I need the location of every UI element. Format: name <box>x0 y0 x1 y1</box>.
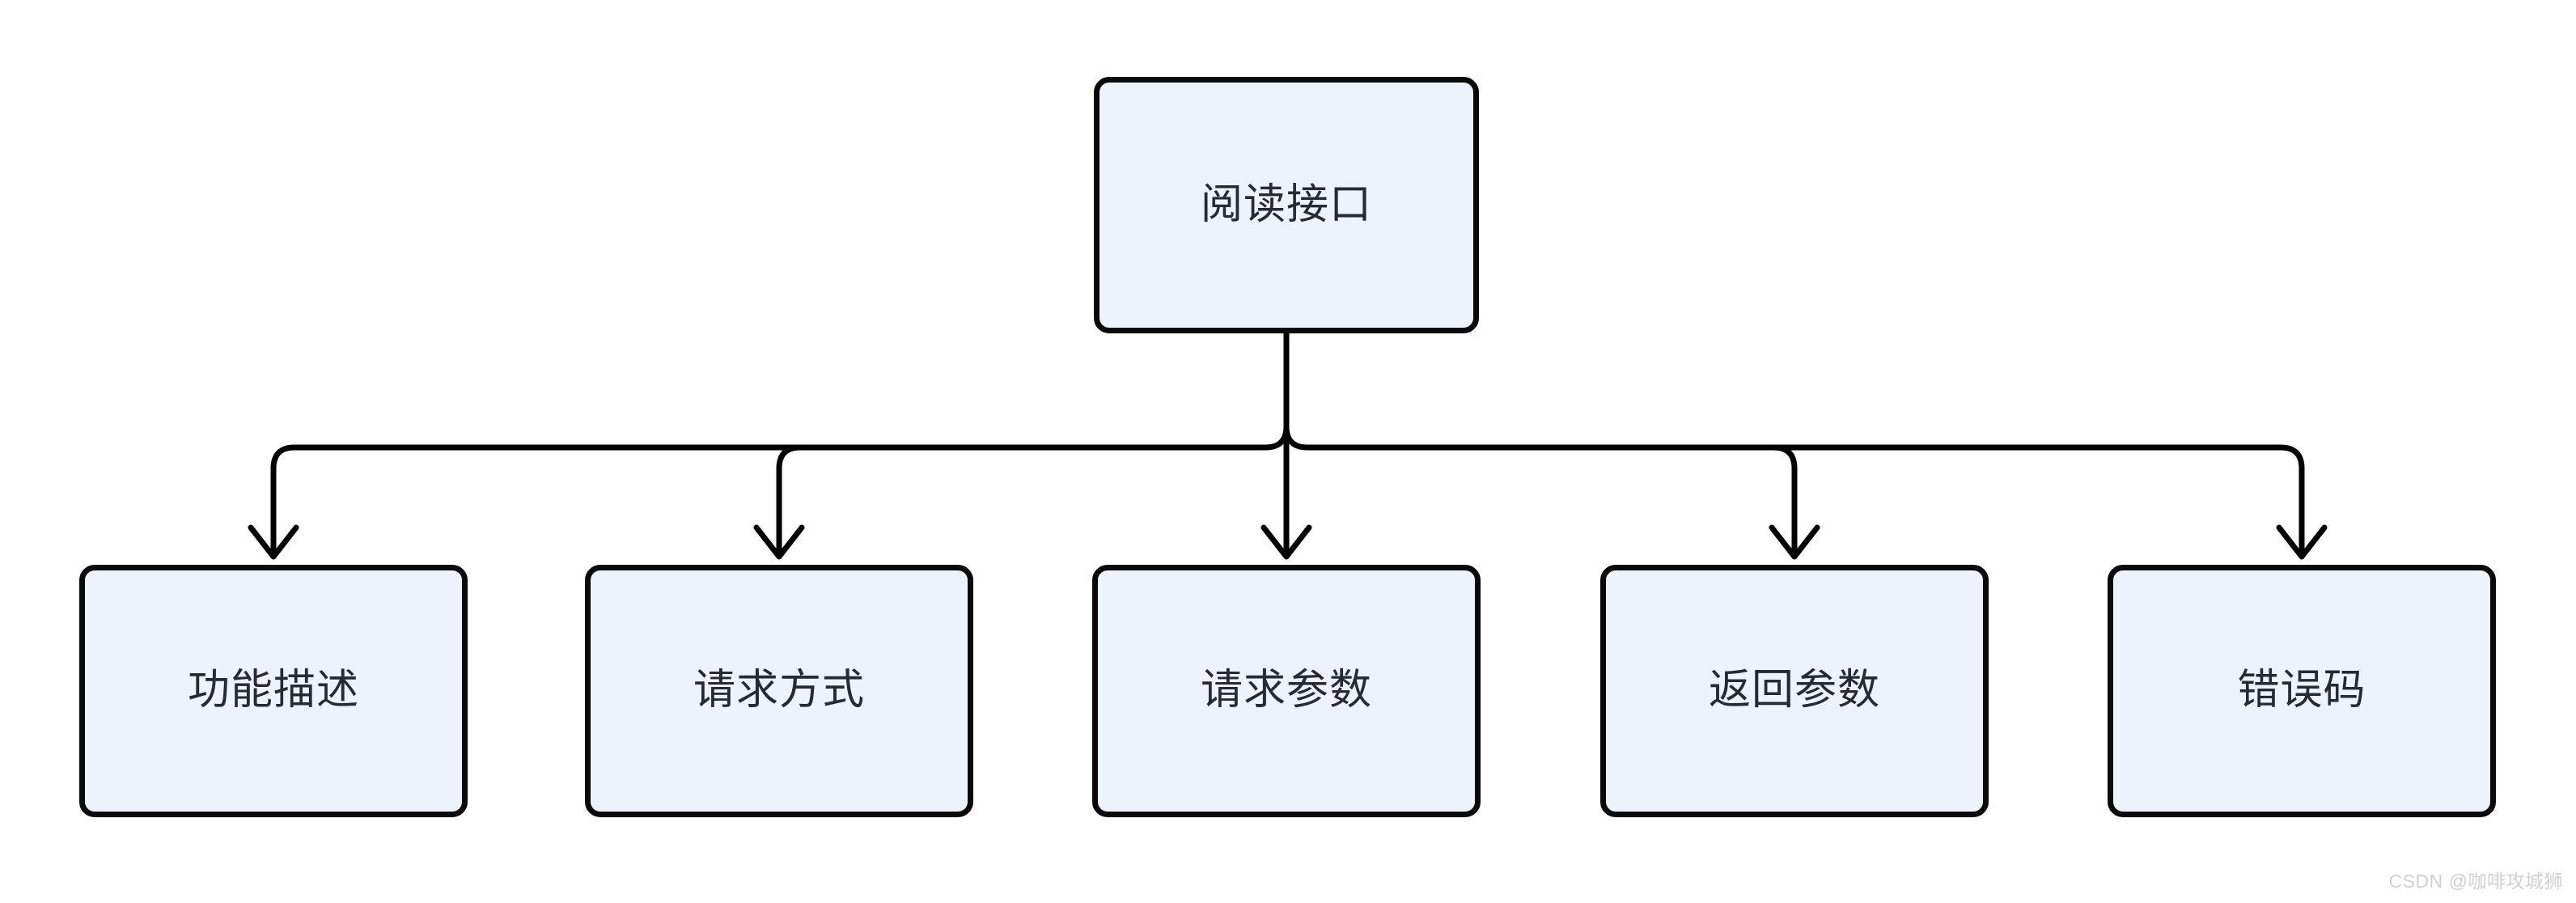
arrowhead-child-5 <box>2276 524 2328 560</box>
node-child-5-label: 错误码 <box>2237 667 2366 714</box>
node-child-3[interactable]: 请求参数 <box>1092 565 1481 817</box>
arrowhead-child-4 <box>1769 524 1820 560</box>
node-child-4[interactable]: 返回参数 <box>1600 565 1989 817</box>
node-child-3-label: 请求参数 <box>1200 667 1372 714</box>
edge-fork-left-shoulder <box>1262 423 1290 451</box>
edge-drop-4 <box>1770 444 1798 558</box>
node-child-1[interactable]: 功能描述 <box>79 565 468 817</box>
node-root[interactable]: 阅读接口 <box>1094 77 1479 333</box>
edge-drop-5 <box>2277 444 2305 558</box>
node-child-2-label: 请求方式 <box>693 667 865 714</box>
edge-drop-2 <box>776 444 803 558</box>
edge-fork-right-shoulder <box>1283 423 1311 451</box>
node-child-5[interactable]: 错误码 <box>2108 565 2496 817</box>
node-child-1-label: 功能描述 <box>187 667 359 714</box>
arrowhead-child-2 <box>753 524 805 560</box>
arrowhead-child-1 <box>248 524 299 560</box>
node-root-label: 阅读接口 <box>1200 180 1372 228</box>
node-child-4-label: 返回参数 <box>1708 667 1880 714</box>
edge-drop-1 <box>270 444 298 558</box>
node-child-2[interactable]: 请求方式 <box>585 565 973 817</box>
watermark: CSDN @咖啡攻城狮 <box>2388 871 2563 892</box>
arrowhead-child-3 <box>1260 524 1312 560</box>
